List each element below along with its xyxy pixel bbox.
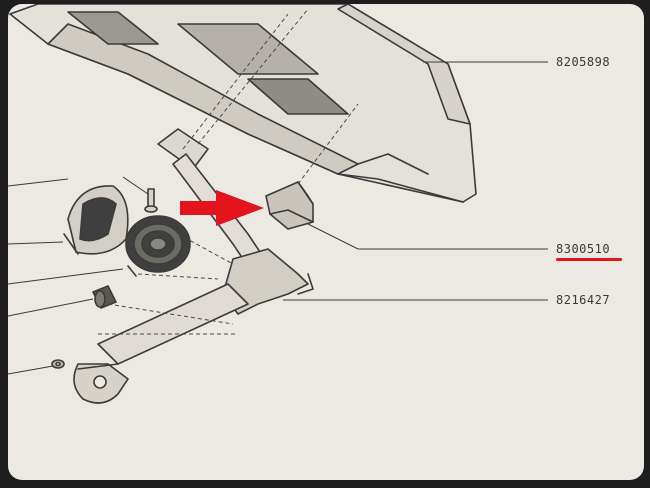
pivot-pin <box>92 285 117 309</box>
spring-cover <box>63 185 129 255</box>
leader-lines <box>8 61 548 375</box>
washer <box>51 359 65 369</box>
exploded-parts-drawing <box>8 4 548 404</box>
assembly-guide-lines <box>98 8 359 335</box>
highlight-underline <box>556 258 622 261</box>
part-number-middle: 8300510 <box>556 242 611 256</box>
hinge-arm <box>73 128 314 404</box>
rubber-stop-part <box>265 181 314 230</box>
coil-spring <box>125 215 191 277</box>
red-pointer-arrow <box>180 190 264 226</box>
bolt <box>144 188 158 213</box>
hood-panel <box>9 4 477 203</box>
catalog-page: 8205898 8300510 8216427 <box>8 4 644 480</box>
part-number-bottom: 8216427 <box>556 293 611 307</box>
part-number-top: 8205898 <box>556 55 611 69</box>
